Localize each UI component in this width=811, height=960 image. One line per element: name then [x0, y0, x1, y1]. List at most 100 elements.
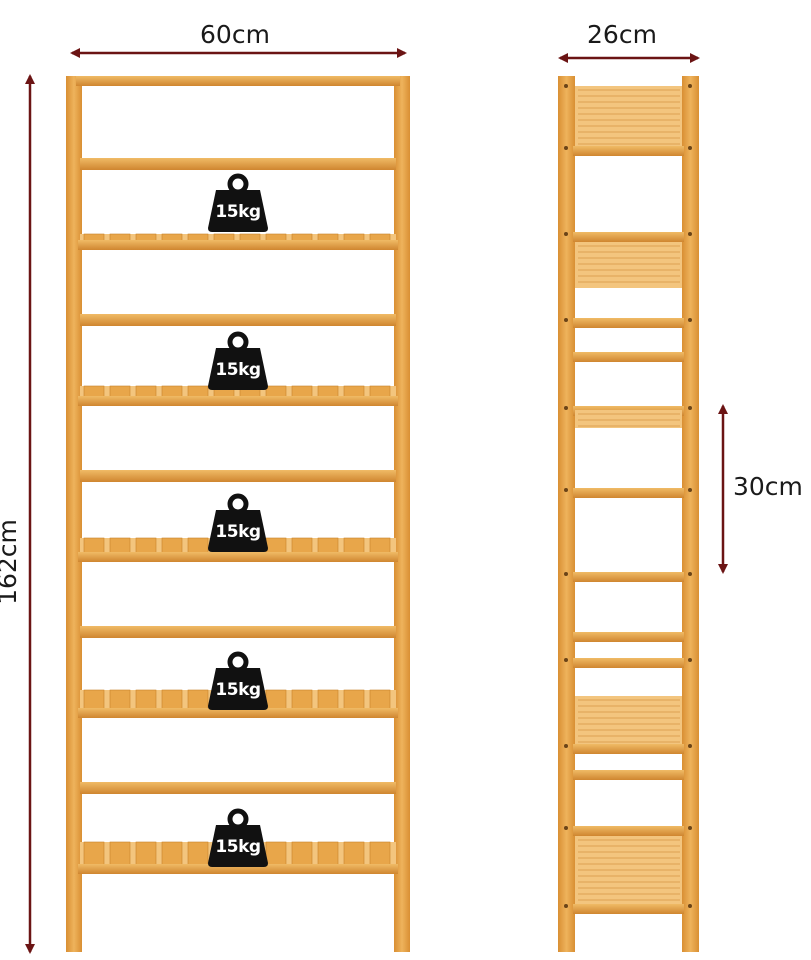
side-shelf-panel — [575, 410, 682, 428]
shelf-slat — [291, 841, 313, 867]
shelf-slat — [83, 841, 105, 867]
front-rail — [80, 782, 396, 794]
side-rail — [573, 632, 684, 642]
shelf-slat — [135, 537, 157, 555]
side-rails-and-shelves — [564, 84, 692, 914]
screw-dot — [688, 406, 692, 410]
screw-dot — [564, 658, 568, 662]
shelf-slat — [369, 689, 391, 711]
weight-handle — [227, 651, 249, 673]
side-rail — [573, 488, 684, 498]
shelf-slat — [265, 537, 287, 555]
side-rail — [573, 572, 684, 582]
side-rail — [573, 146, 684, 156]
weight-body — [208, 348, 268, 390]
weight-body — [208, 510, 268, 552]
weight-label: 15kg — [215, 680, 260, 700]
screw-dot — [564, 826, 568, 830]
front-rail — [80, 470, 396, 482]
shelf-slat — [265, 841, 287, 867]
weight-handle — [227, 493, 249, 515]
side-rail — [573, 232, 684, 242]
weight-body — [208, 825, 268, 867]
shelf-front-edge — [78, 552, 398, 562]
shelf-slat — [135, 689, 157, 711]
weight-label: 15kg — [215, 837, 260, 857]
shelf-slat — [187, 537, 209, 555]
shelf-slat — [135, 841, 157, 867]
weight-handle — [227, 808, 249, 830]
shelf-slat — [161, 841, 183, 867]
panel-surface — [575, 242, 682, 288]
screw-dot — [564, 232, 568, 236]
screw-dot — [564, 572, 568, 576]
shelf-slat — [187, 689, 209, 711]
weight-handle — [227, 331, 249, 353]
shelf-slat — [369, 841, 391, 867]
shelf-front-edge — [78, 864, 398, 874]
front-left-leg — [66, 76, 82, 952]
shelf-front-edge — [78, 708, 398, 718]
side-rail — [573, 904, 684, 914]
front-rail — [80, 314, 396, 326]
screw-dot — [564, 488, 568, 492]
shelf-slat — [317, 841, 339, 867]
screw-dot — [688, 904, 692, 908]
side-rail — [573, 318, 684, 328]
shelf-spacing-label: 30cm — [733, 472, 803, 501]
screw-dot — [564, 84, 568, 88]
screw-dot — [564, 318, 568, 322]
shelf-spacing-dimension: 30cm — [718, 404, 803, 574]
shelf-slat — [291, 537, 313, 555]
shelf-top-surface — [80, 386, 396, 398]
side-shelf-panel — [575, 836, 682, 904]
shelf-front-edge — [78, 396, 398, 406]
shelf-top-surface — [80, 234, 396, 242]
screw-dot — [688, 826, 692, 830]
shelf-slat — [369, 537, 391, 555]
screw-dot — [564, 744, 568, 748]
weight-label: 15kg — [215, 522, 260, 542]
screw-dot — [688, 146, 692, 150]
side-shelf-panel — [575, 242, 682, 288]
side-right-leg — [682, 76, 699, 952]
front-view-shelf — [66, 76, 410, 952]
shelf-slat — [291, 689, 313, 711]
screw-dot — [564, 406, 568, 410]
shelf-slat — [109, 689, 131, 711]
shelf-front-edge — [78, 240, 398, 250]
screw-dot — [688, 572, 692, 576]
kettlebell-weight-icon: 15kg — [208, 173, 268, 232]
kettlebell-weight-icon: 15kg — [208, 651, 268, 710]
panel-surface — [575, 410, 682, 428]
screw-dot — [688, 318, 692, 322]
screw-dot — [688, 232, 692, 236]
side-rail — [573, 770, 684, 780]
shelf-slat — [317, 537, 339, 555]
front-shelf — [78, 233, 398, 250]
width-dimension: 60cm — [70, 20, 407, 58]
shelf-slat — [343, 537, 365, 555]
shelf-slat — [187, 841, 209, 867]
weight-label: 15kg — [215, 360, 260, 380]
front-rails — [80, 158, 396, 794]
panel-surface — [575, 696, 682, 744]
depth-label: 26cm — [587, 20, 657, 49]
weight-label: 15kg — [215, 202, 260, 222]
shelf-slat — [343, 841, 365, 867]
side-shelf-panel — [575, 696, 682, 744]
depth-dimension: 26cm — [558, 20, 700, 63]
screw-dot — [688, 744, 692, 748]
shelf-slat — [161, 537, 183, 555]
screw-dot — [688, 488, 692, 492]
side-rail — [573, 658, 684, 668]
front-rail — [80, 158, 396, 170]
weight-body — [208, 190, 268, 232]
side-shelf-panel — [575, 86, 682, 146]
screw-dot — [688, 84, 692, 88]
shelf-slat — [161, 689, 183, 711]
screw-dot — [564, 904, 568, 908]
weight-handle — [227, 173, 249, 195]
shelf-slat — [343, 689, 365, 711]
shelf-slat — [109, 537, 131, 555]
